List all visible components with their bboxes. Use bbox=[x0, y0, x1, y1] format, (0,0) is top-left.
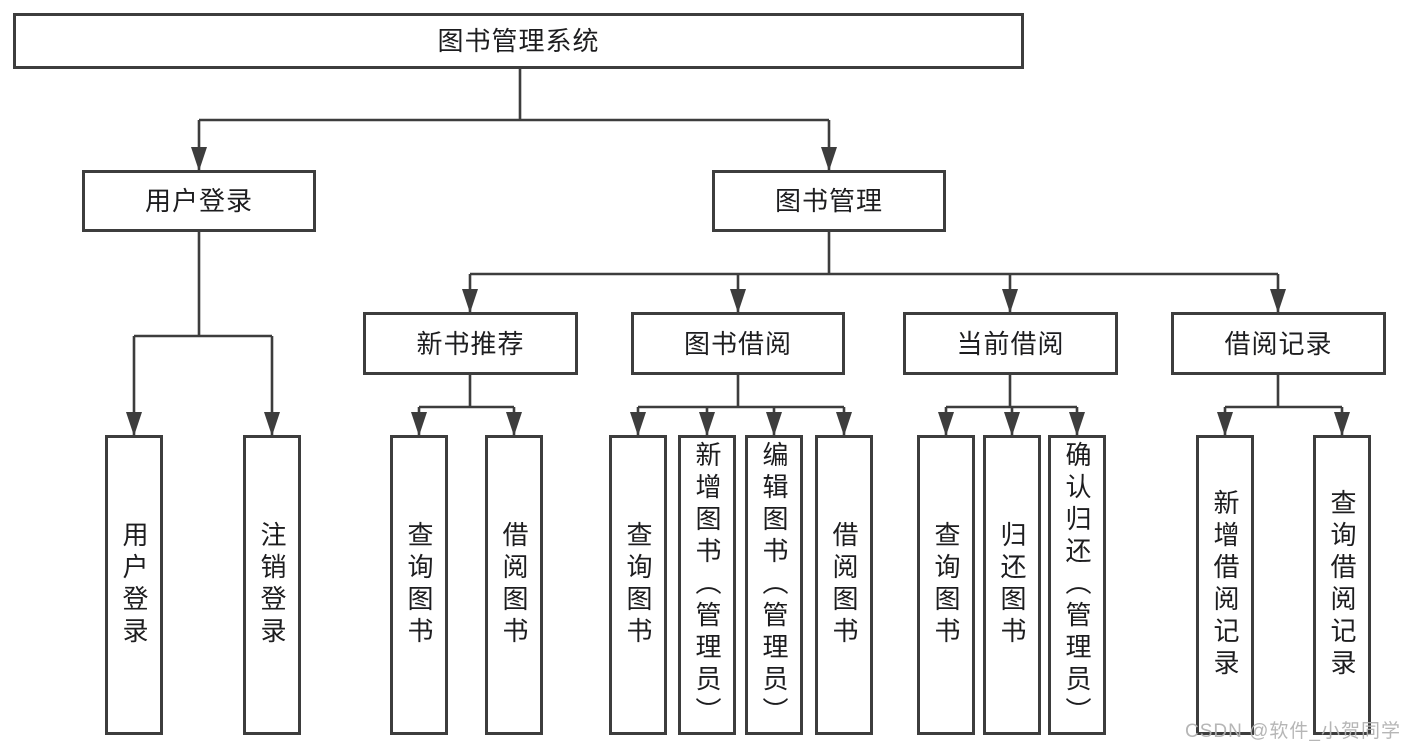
leaf-query-borrow-record-label: 查询借阅记录 bbox=[1327, 489, 1357, 681]
node-current-borrow-label: 当前借阅 bbox=[956, 328, 1065, 359]
node-book-management: 图书管理 bbox=[712, 170, 946, 232]
leaf-add-borrow-record-label: 新增借阅记录 bbox=[1210, 489, 1240, 681]
leaf-query-books-recommend-label: 查询图书 bbox=[404, 521, 434, 649]
leaf-borrow-books: 借阅图书 bbox=[815, 435, 873, 735]
node-borrow-records: 借阅记录 bbox=[1171, 312, 1386, 375]
leaf-query-books-borrow: 查询图书 bbox=[609, 435, 667, 735]
leaf-add-book-admin: 新增图书（管理员） bbox=[678, 435, 736, 735]
node-book-management-label: 图书管理 bbox=[774, 186, 883, 216]
node-user-login: 用户登录 bbox=[82, 170, 316, 232]
node-borrow-records-label: 借阅记录 bbox=[1224, 328, 1333, 359]
csdn-watermark: CSDN @软件_小贺同学 bbox=[1185, 721, 1401, 742]
leaf-query-books-recommend: 查询图书 bbox=[390, 435, 448, 735]
leaf-return-book-label: 归还图书 bbox=[997, 521, 1027, 649]
node-book-borrow-label: 图书借阅 bbox=[683, 328, 792, 359]
leaf-edit-book-admin: 编辑图书（管理员） bbox=[745, 435, 803, 735]
leaf-confirm-return-admin-label: 确认归还（管理员） bbox=[1062, 441, 1092, 729]
node-user-login-label: 用户登录 bbox=[144, 186, 253, 216]
leaf-user-login: 用户登录 bbox=[105, 435, 163, 735]
leaf-edit-book-admin-label: 编辑图书（管理员） bbox=[759, 441, 789, 729]
leaf-borrow-books-recommend: 借阅图书 bbox=[485, 435, 543, 735]
leaf-add-borrow-record: 新增借阅记录 bbox=[1196, 435, 1254, 735]
leaf-confirm-return-admin: 确认归还（管理员） bbox=[1048, 435, 1106, 735]
leaf-logout-label: 注销登录 bbox=[257, 521, 287, 649]
leaf-user-login-label: 用户登录 bbox=[119, 521, 149, 649]
leaf-add-book-admin-label: 新增图书（管理员） bbox=[692, 441, 722, 729]
node-library-management-system: 图书管理系统 bbox=[13, 13, 1024, 69]
leaf-query-books-current-label: 查询图书 bbox=[931, 521, 961, 649]
node-new-book-recommend: 新书推荐 bbox=[363, 312, 578, 375]
connector-trunk-lines bbox=[134, 68, 1342, 409]
node-current-borrow: 当前借阅 bbox=[903, 312, 1118, 375]
leaf-borrow-books-recommend-label: 借阅图书 bbox=[499, 521, 529, 649]
node-library-management-system-label: 图书管理系统 bbox=[437, 26, 600, 56]
leaf-borrow-books-label: 借阅图书 bbox=[829, 521, 859, 649]
leaf-query-borrow-record: 查询借阅记录 bbox=[1313, 435, 1371, 735]
leaf-logout: 注销登录 bbox=[243, 435, 301, 735]
leaf-return-book: 归还图书 bbox=[983, 435, 1041, 735]
leaf-query-books-borrow-label: 查询图书 bbox=[623, 521, 653, 649]
node-new-book-recommend-label: 新书推荐 bbox=[416, 328, 525, 359]
leaf-query-books-current: 查询图书 bbox=[917, 435, 975, 735]
node-book-borrow: 图书借阅 bbox=[631, 312, 845, 375]
